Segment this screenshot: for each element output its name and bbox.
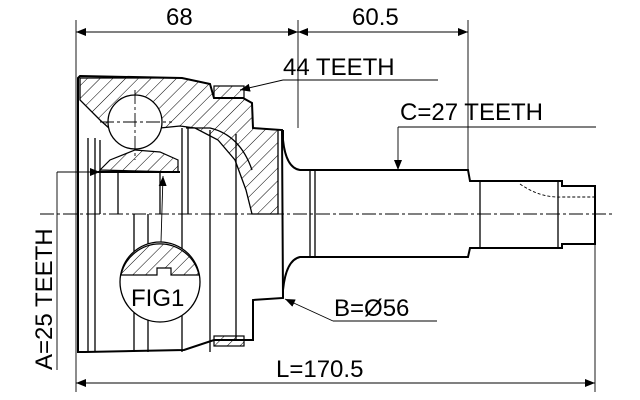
abs-ring-top (213, 85, 245, 99)
callout-inner-spline: A=25 TEETH (31, 168, 100, 370)
callout-outer-spline: C=27 TEETH (394, 99, 596, 170)
extension-lines (75, 20, 596, 392)
inner-spline-label: A=25 TEETH (31, 228, 58, 370)
dimension-68: 68 (76, 4, 298, 36)
seal-diameter-label: B=Ø56 (334, 295, 409, 322)
abs-ring-bottom (213, 335, 245, 347)
outer-housing (77, 74, 285, 353)
outer-spline-label: C=27 TEETH (400, 99, 543, 126)
fig1-detail: FIG1 (119, 175, 201, 323)
abs-teeth-label: 44 TEETH (283, 54, 395, 81)
shaft (282, 130, 596, 298)
dimension-total-length: L=170.5 (76, 356, 595, 387)
fig1-label: FIG1 (131, 285, 184, 312)
dimension-60-5-label: 60.5 (352, 4, 399, 31)
dimension-60-5: 60.5 (298, 4, 468, 36)
dimension-68-label: 68 (166, 4, 193, 31)
callout-seal-diameter: B=Ø56 (284, 295, 437, 322)
callout-44-teeth: 44 TEETH (239, 54, 438, 92)
total-length-label: L=170.5 (276, 356, 363, 383)
